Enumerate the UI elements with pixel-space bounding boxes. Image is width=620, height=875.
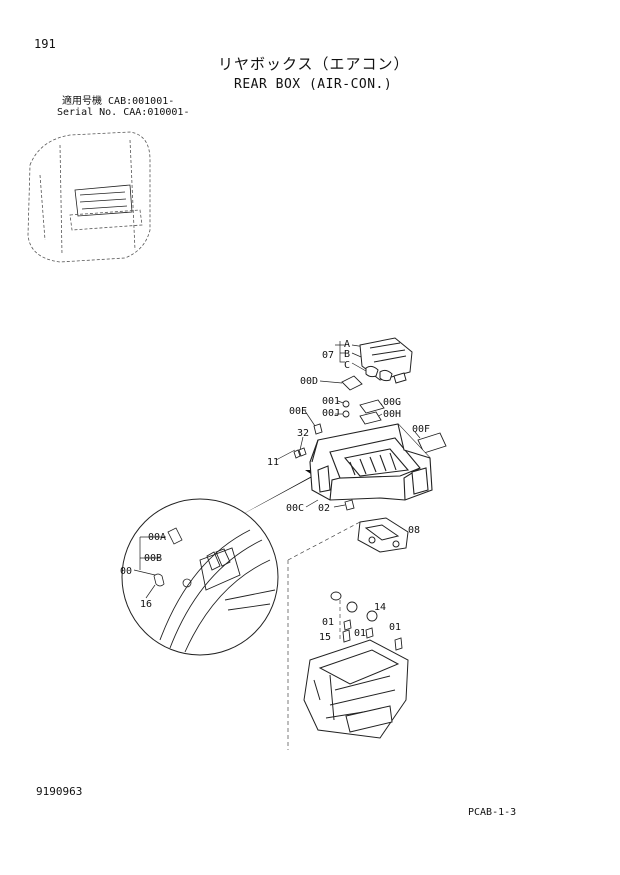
cab-overview-thumbnail [27,131,151,263]
label-a: A [344,339,350,350]
label-01-b: 01 [354,628,366,639]
label-001: 001 [322,396,340,407]
part-11-shape [293,449,301,459]
label-00e: 00E [289,406,307,417]
part-00e-shape [313,423,323,435]
ring-part [330,591,342,601]
label-00g: 00G [383,397,401,408]
detail-circle [121,498,279,656]
label-b: B [344,349,350,360]
panel-00g-shape [359,399,385,414]
label-00a: 00A [148,532,166,543]
assembly-guides [287,521,361,750]
label-07: 07 [322,350,334,361]
lower-small-parts [330,591,403,651]
drawing-code: 9190963 [36,785,83,798]
part-16-shape [153,573,165,587]
label-14: 14 [374,602,386,613]
label-00b: 00B [144,553,162,564]
label-00f: 00F [412,424,430,435]
label-08: 08 [408,525,420,536]
label-15: 15 [319,632,331,643]
part-00a-shape [167,527,183,545]
page-number: 191 [34,37,56,51]
serial-label-1: 適用号機 [62,96,102,107]
label-01-c: 01 [389,622,401,633]
label-00c: 00C [286,503,304,514]
top-cover [359,337,413,384]
label-32: 32 [297,428,309,439]
rear-box-unit [309,423,433,501]
label-00j: 00J [322,408,340,419]
label-01-a: 01 [322,617,334,628]
bracket-08 [357,517,409,553]
label-02: 02 [318,503,330,514]
serial-label-2: Serial No. [57,107,118,118]
part-32-shape [298,447,307,457]
small-panels [293,375,447,511]
panel-00f-shape [417,432,447,454]
title-japanese: リヤボックス（エアコン） [218,55,410,73]
label-16: 16 [140,599,152,610]
serial-line-2: Serial No. CAA:010001- [57,108,189,118]
serial-value-2: CAA:010001- [123,107,190,118]
label-c: C [344,360,350,371]
part-02-shape [344,499,355,511]
page-code: PCAB-1-3 [468,807,517,818]
serial-value-1: CAB:001001- [108,96,175,107]
label-00d: 00D [300,376,318,387]
lower-frame [303,639,409,739]
label-00: 00 [120,566,132,577]
serial-line-1: 適用号機 CAB:001001- [62,97,174,107]
title-english: REAR BOX (AIR-CON.) [234,77,393,92]
panel-00d-shape [341,375,363,391]
detail-pointer-arrow [232,470,320,520]
label-11: 11 [267,457,279,468]
label-00h: 00H [383,409,401,420]
panel-00h-shape [359,411,382,425]
